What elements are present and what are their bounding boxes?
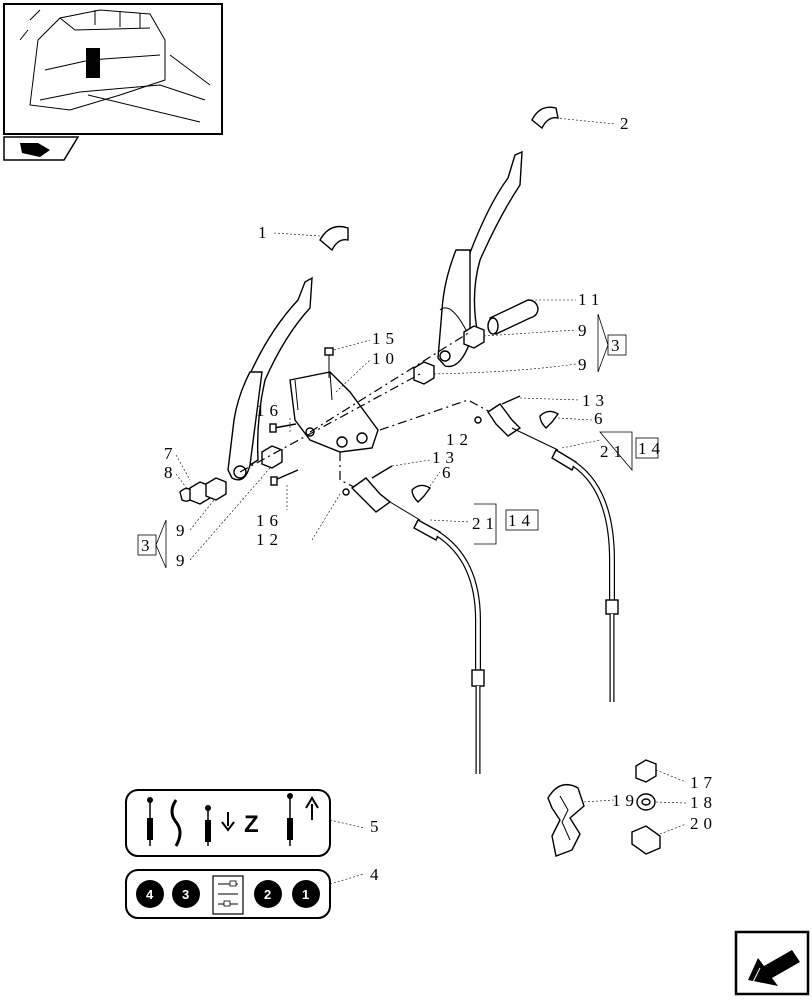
callout-6b: 6 — [442, 463, 456, 482]
handle-11 — [487, 299, 576, 335]
decal-4: 4 3 2 1 — [125, 869, 365, 919]
callout-9c: 9 — [176, 521, 190, 540]
callout-4: 4 — [370, 865, 384, 884]
callout-10: 10 — [372, 349, 399, 368]
wave-cable-icon — [170, 799, 182, 847]
clevis-right — [474, 395, 581, 437]
cable-schema-icon — [212, 875, 244, 915]
decal-4-num-2: 2 — [264, 887, 271, 902]
decal-4-num-1: 1 — [302, 887, 309, 902]
callout-2: 2 — [620, 114, 634, 133]
nut-9-right-b — [413, 361, 577, 385]
knob-1 — [273, 225, 349, 252]
cable-21-left — [389, 501, 485, 774]
callout-3b: 3 — [611, 336, 625, 355]
callout-9b: 9 — [578, 355, 592, 374]
callout-12a: 12 — [446, 430, 473, 449]
clip-6-left — [411, 471, 441, 503]
bolt-15 — [324, 339, 371, 393]
callout-13a: 13 — [582, 391, 609, 410]
callout-12b: 12 — [256, 530, 283, 549]
knob-2 — [531, 106, 616, 130]
nut-9-left — [205, 445, 283, 501]
decal-4-num-4: 4 — [146, 887, 154, 902]
callout-8: 8 — [164, 463, 178, 482]
clevis-left — [311, 459, 431, 541]
callout-14b: 14 — [508, 511, 535, 530]
next-page-arrow-icon[interactable] — [734, 930, 810, 996]
decal-5-letter: Z — [244, 811, 259, 838]
callout-11: 11 — [578, 290, 604, 309]
nut-17 — [635, 759, 687, 783]
lever-up-icon — [287, 793, 319, 846]
callout-19: 19 — [612, 791, 639, 810]
callout-14a: 14 — [638, 439, 665, 458]
callout-13b: 13 — [432, 448, 459, 467]
callout-21b: 21 — [472, 514, 499, 533]
bolt-16-a — [269, 418, 297, 433]
decal-4-num-3: 3 — [182, 887, 189, 902]
bracket-10 — [289, 371, 379, 453]
bolt-16-b — [270, 469, 299, 510]
callout-7: 7 — [164, 444, 178, 463]
callout-6a: 6 — [594, 409, 608, 428]
callout-16a: 16 — [256, 401, 283, 420]
cable-21-right — [511, 427, 619, 702]
callout-9a: 9 — [578, 321, 592, 340]
clamp-19 — [547, 784, 615, 857]
decal-5: Z — [125, 789, 365, 857]
lever-down-icon — [205, 805, 235, 846]
callout-3a: 3 — [141, 536, 155, 555]
clip-6-right — [539, 410, 593, 429]
callout-5: 5 — [370, 817, 384, 836]
callout-21a: 21 — [600, 442, 627, 461]
book-icon — [3, 136, 80, 161]
callout-20: 20 — [690, 814, 717, 833]
callout-16b: 16 — [256, 511, 283, 530]
callout-18: 18 — [690, 793, 717, 812]
left-lever — [227, 276, 313, 481]
callout-1: 1 — [258, 223, 272, 242]
nut-9-right-a — [463, 325, 577, 349]
spring-lever-icon — [147, 797, 153, 846]
callout-17: 17 — [690, 773, 717, 792]
callout-9d: 9 — [176, 551, 190, 570]
washer-18 — [636, 793, 687, 811]
spacer-20 — [631, 823, 687, 855]
cab-thumbnail — [3, 3, 223, 135]
callout-15: 15 — [372, 329, 399, 348]
